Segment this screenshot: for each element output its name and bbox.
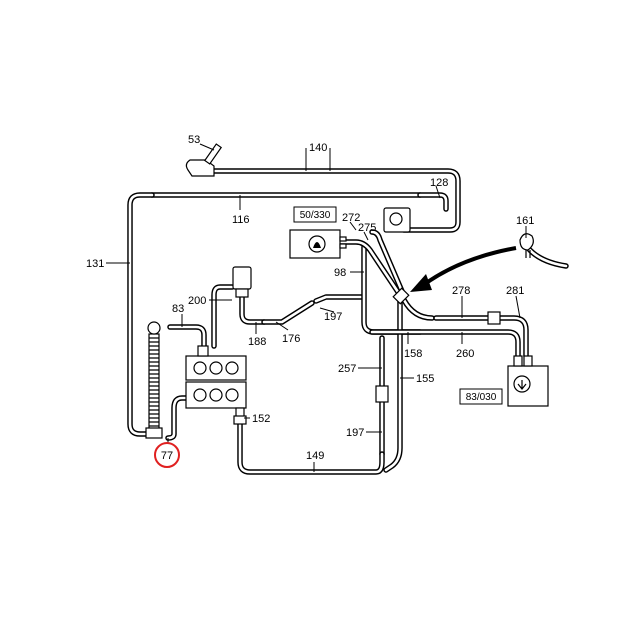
hose-140 — [211, 168, 461, 233]
label-188: 188 — [248, 336, 266, 348]
hose-260 — [369, 329, 521, 359]
hose-197-upper — [313, 294, 365, 304]
label-155: 155 — [416, 373, 434, 385]
label-77: 77 — [161, 450, 173, 462]
hose-158 — [401, 297, 435, 321]
valve-50-330 — [289, 229, 347, 259]
hose-161 — [525, 245, 569, 269]
leader-lines — [106, 143, 527, 472]
ref-box-50-330: 50/330 — [293, 206, 337, 223]
label-116: 116 — [232, 214, 250, 226]
damper-200 — [232, 266, 252, 298]
label-260: 260 — [456, 348, 474, 360]
label-152: 152 — [252, 413, 270, 425]
hose-281 — [497, 315, 529, 359]
hose-128 — [417, 192, 449, 212]
connectors — [233, 287, 501, 425]
label-257: 257 — [338, 363, 356, 375]
label-161: 161 — [516, 215, 534, 227]
label-83: 83 — [172, 303, 184, 315]
label-200: 200 — [188, 295, 206, 307]
corrugated-hose — [145, 321, 163, 439]
label-128: 128 — [430, 177, 448, 189]
converter-83-030 — [507, 355, 549, 407]
ref-label-50-330: 50/330 — [300, 210, 331, 221]
label-98: 98 — [334, 267, 346, 279]
sensor-53 — [185, 143, 223, 177]
hose-188 — [239, 293, 267, 325]
hose-155 — [383, 295, 403, 473]
label-197-upper: 197 — [324, 311, 342, 323]
highlight-77[interactable]: 77 — [154, 442, 180, 468]
part-labels: 53 140 128 116 131 161 272 275 98 278 28… — [86, 134, 534, 462]
label-197-lower: 197 — [346, 427, 364, 439]
label-131: 131 — [86, 258, 104, 270]
label-176: 176 — [282, 333, 300, 345]
label-281: 281 — [506, 285, 524, 297]
hose-272 — [337, 239, 401, 295]
label-275: 275 — [358, 222, 376, 234]
manifold-block — [185, 345, 247, 419]
hose-131 — [127, 192, 155, 437]
hose-77 — [165, 395, 193, 441]
hoses — [127, 168, 569, 475]
label-272: 272 — [342, 212, 360, 224]
label-140: 140 — [309, 142, 327, 154]
pointer-arrow — [410, 246, 517, 292]
label-158: 158 — [404, 348, 422, 360]
label-278: 278 — [452, 285, 470, 297]
hose-83 — [167, 324, 207, 349]
hose-200 — [211, 284, 235, 349]
label-149: 149 — [306, 450, 324, 462]
hose-275 — [369, 229, 407, 299]
ref-label-83-030: 83/030 — [466, 392, 497, 403]
hose-98 — [361, 244, 423, 335]
component-161 — [519, 233, 534, 258]
ref-box-83-030: 83/030 — [459, 388, 503, 405]
component-128 — [383, 207, 411, 233]
hose-176 — [261, 300, 315, 325]
label-53: 53 — [188, 134, 200, 146]
hose-149 — [237, 421, 385, 475]
